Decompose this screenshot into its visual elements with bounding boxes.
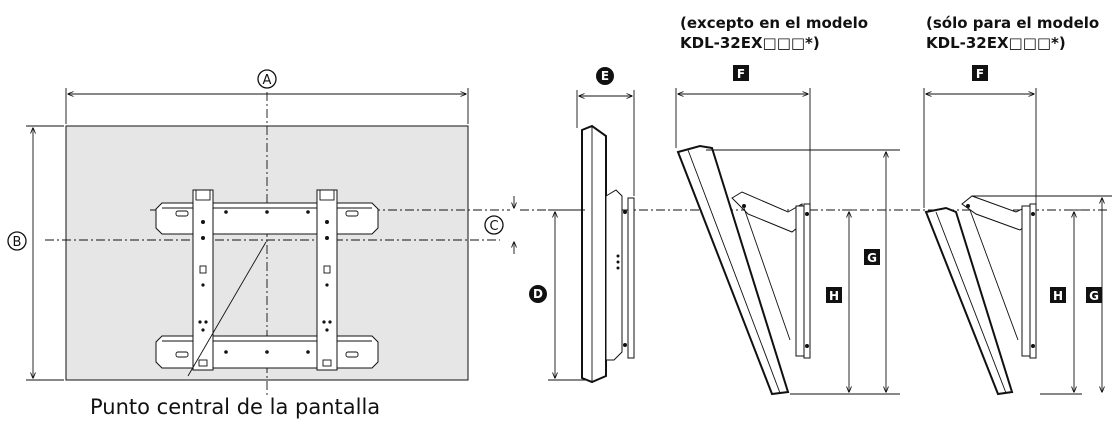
tilt-arm-small [961,195,1029,231]
label-a: A [263,73,272,88]
label-f2: F [976,67,984,81]
label-b-circle [7,231,27,251]
tilt-arm-upper [731,191,803,233]
label-h-badge [826,287,842,303]
header-except-line2: KDL-32EX□□□*) [680,34,820,52]
label-f2-badge [972,65,988,81]
label-h: H [829,289,839,303]
wall-mount-small [1029,203,1037,359]
center-point-caption: Punto central de la pantalla [90,395,380,419]
label-g: G [867,251,877,265]
label-d: D [533,287,543,301]
label-a-circle [257,69,277,89]
label-c-circle [484,215,504,235]
wall-plate-tilted [795,205,805,357]
mount-rail-top [155,202,379,235]
label-d-badge [529,285,547,303]
label-h2: H [1053,289,1063,303]
label-c: C [489,219,498,234]
header-only-line1: (sólo para el modelo [926,14,1099,32]
front-view: A B C Punto central de la pantalla [7,69,514,419]
label-g2: G [1089,289,1099,303]
wall-mount-tilted [803,203,811,359]
label-f-badge [733,65,749,81]
label-g2-badge [1086,287,1102,303]
header-only-line2: KDL-32EX□□□*) [926,34,1066,52]
label-g-badge [864,249,880,265]
wall-bracket-flat [605,189,623,361]
side-view-tilted-except: (excepto en el modelo KDL-32EX□□□*) F G … [675,14,900,396]
wall-plate-flat [627,197,635,359]
wall-plate-small [1021,205,1031,357]
label-e-badge [596,67,614,85]
label-h2-badge [1050,287,1066,303]
label-b: B [13,235,22,250]
vertical-bracket-right [316,189,338,371]
tv-side-profile-small [924,206,1014,396]
label-e: E [601,69,609,83]
side-view-flat: E D [520,67,1110,384]
vertical-bracket-left [192,189,214,371]
mount-rail-bottom [155,335,379,369]
center-point-leader-line [187,241,267,377]
label-f: F [737,67,745,81]
header-except-line1: (excepto en el modelo [680,14,868,32]
side-view-tilted-only: (sólo para el modelo KDL-32EX□□□*) F H G [923,14,1112,396]
tv-side-profile-flat [581,124,607,384]
